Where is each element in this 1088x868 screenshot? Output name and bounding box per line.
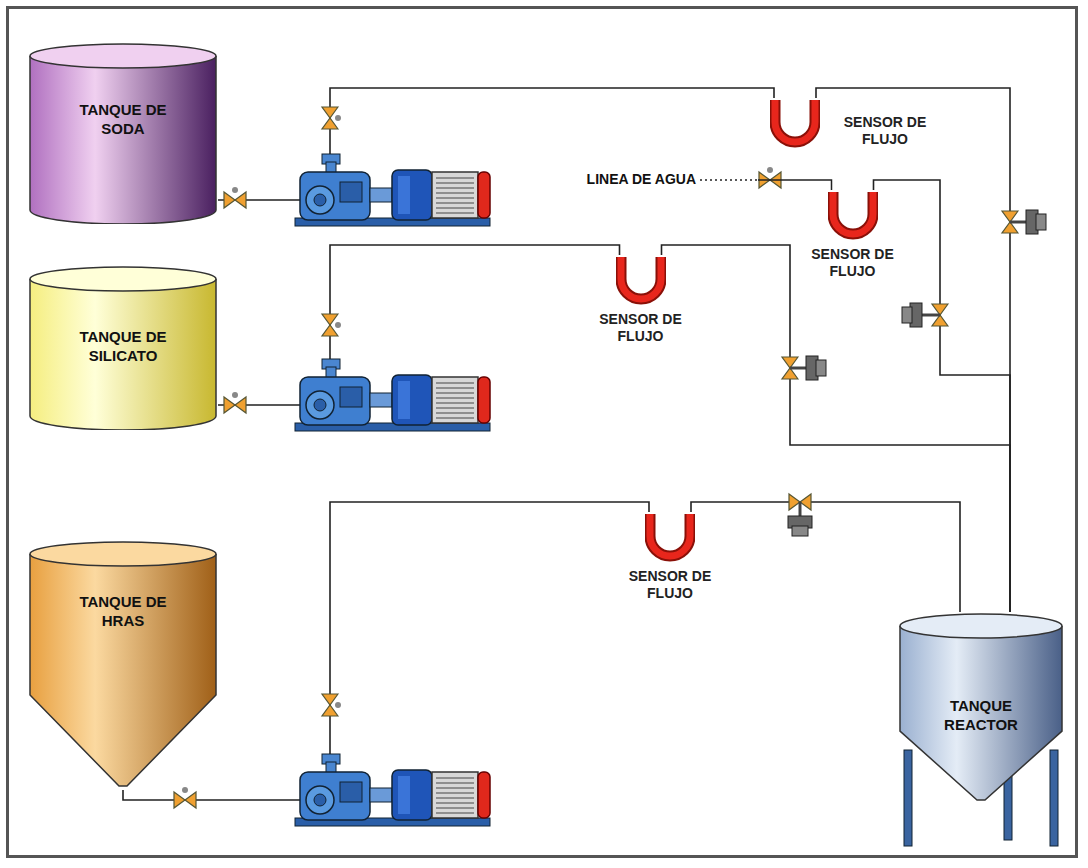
flow-sensor-symbol [645, 512, 695, 562]
pump [295, 359, 490, 431]
flow-sensor: SENSOR DE FLUJO [610, 512, 734, 622]
flow-sensor-symbol [770, 98, 820, 148]
pipe-connector [662, 245, 1011, 612]
flow-sensor: SENSOR DE FLUJO [770, 98, 960, 168]
pipe-connector [816, 88, 1010, 612]
tank-label: TANQUE DE SILICATO [58, 327, 188, 365]
tank: TANQUE DE SODA [28, 42, 218, 224]
tank: TANQUE REACTOR [898, 612, 1064, 804]
manual-valve [174, 107, 781, 808]
flow-sensor: SENSOR DE FLUJO [795, 190, 914, 290]
pump [295, 754, 490, 826]
flow-sensor-symbol [828, 190, 878, 240]
sensor-label: SENSOR DE FLUJO [610, 568, 730, 602]
control-valve [782, 210, 1046, 536]
tank-shape [28, 540, 218, 790]
pipe-connector [691, 502, 960, 612]
tank-label: TANQUE DE HRAS [58, 592, 188, 630]
sensor-label: SENSOR DE FLUJO [830, 114, 940, 148]
water-line [700, 180, 832, 190]
tank-label: TANQUE DE SODA [58, 100, 188, 138]
tank: TANQUE DE HRAS [28, 540, 218, 790]
pipe-connector [874, 180, 1011, 612]
tank-label: TANQUE REACTOR [916, 696, 1046, 734]
sensor-label: SENSOR DE FLUJO [578, 311, 703, 345]
flow-sensor-symbol [616, 255, 666, 305]
flow-sensor: SENSOR DE FLUJO [578, 255, 707, 365]
line-label: LINEA DE AGUA [587, 171, 696, 187]
pump [295, 154, 490, 226]
tank: TANQUE DE SILICATO [28, 265, 218, 430]
sensor-label: SENSOR DE FLUJO [795, 246, 910, 280]
